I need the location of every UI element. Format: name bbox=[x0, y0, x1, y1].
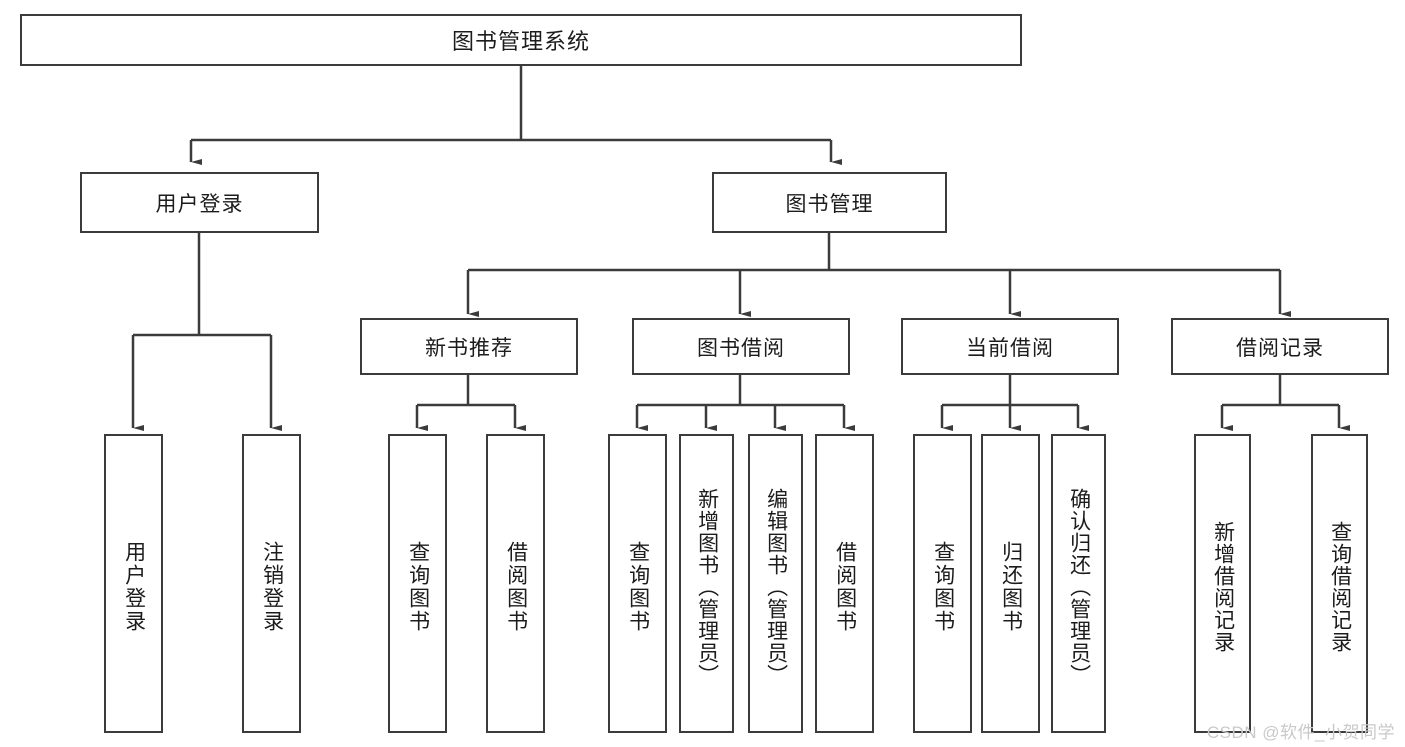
node-root[interactable]: 图书管理系统 bbox=[20, 14, 1022, 66]
leaf-return-book[interactable]: 归还图书 bbox=[981, 434, 1040, 733]
leaf-borrow-book-2[interactable]: 借阅图书 bbox=[815, 434, 874, 733]
node-borrow-record[interactable]: 借阅记录 bbox=[1171, 318, 1389, 375]
node-book-manage[interactable]: 图书管理 bbox=[712, 172, 947, 233]
leaf-query-book-2[interactable]: 查询图书 bbox=[608, 434, 667, 733]
leaf-query-book-3[interactable]: 查询图书 bbox=[913, 434, 972, 733]
leaf-add-book[interactable]: 新增图书（管理员） bbox=[679, 434, 734, 733]
leaf-user-login[interactable]: 用户登录 bbox=[104, 434, 163, 733]
leaf-query-record[interactable]: 查询借阅记录 bbox=[1311, 434, 1368, 733]
node-new-book-rec[interactable]: 新书推荐 bbox=[360, 318, 578, 375]
node-book-borrow[interactable]: 图书借阅 bbox=[632, 318, 850, 375]
node-current-borrow[interactable]: 当前借阅 bbox=[901, 318, 1119, 375]
leaf-edit-book[interactable]: 编辑图书（管理员） bbox=[748, 434, 803, 733]
leaf-add-record[interactable]: 新增借阅记录 bbox=[1194, 434, 1251, 733]
node-user-login[interactable]: 用户登录 bbox=[80, 172, 319, 233]
leaf-query-book-1[interactable]: 查询图书 bbox=[388, 434, 447, 733]
watermark-text: CSDN @软件_小贺同学 bbox=[1206, 723, 1395, 742]
leaf-confirm-return[interactable]: 确认归还（管理员） bbox=[1051, 434, 1106, 733]
leaf-borrow-book-1[interactable]: 借阅图书 bbox=[486, 434, 545, 733]
leaf-user-logout[interactable]: 注销登录 bbox=[242, 434, 301, 733]
